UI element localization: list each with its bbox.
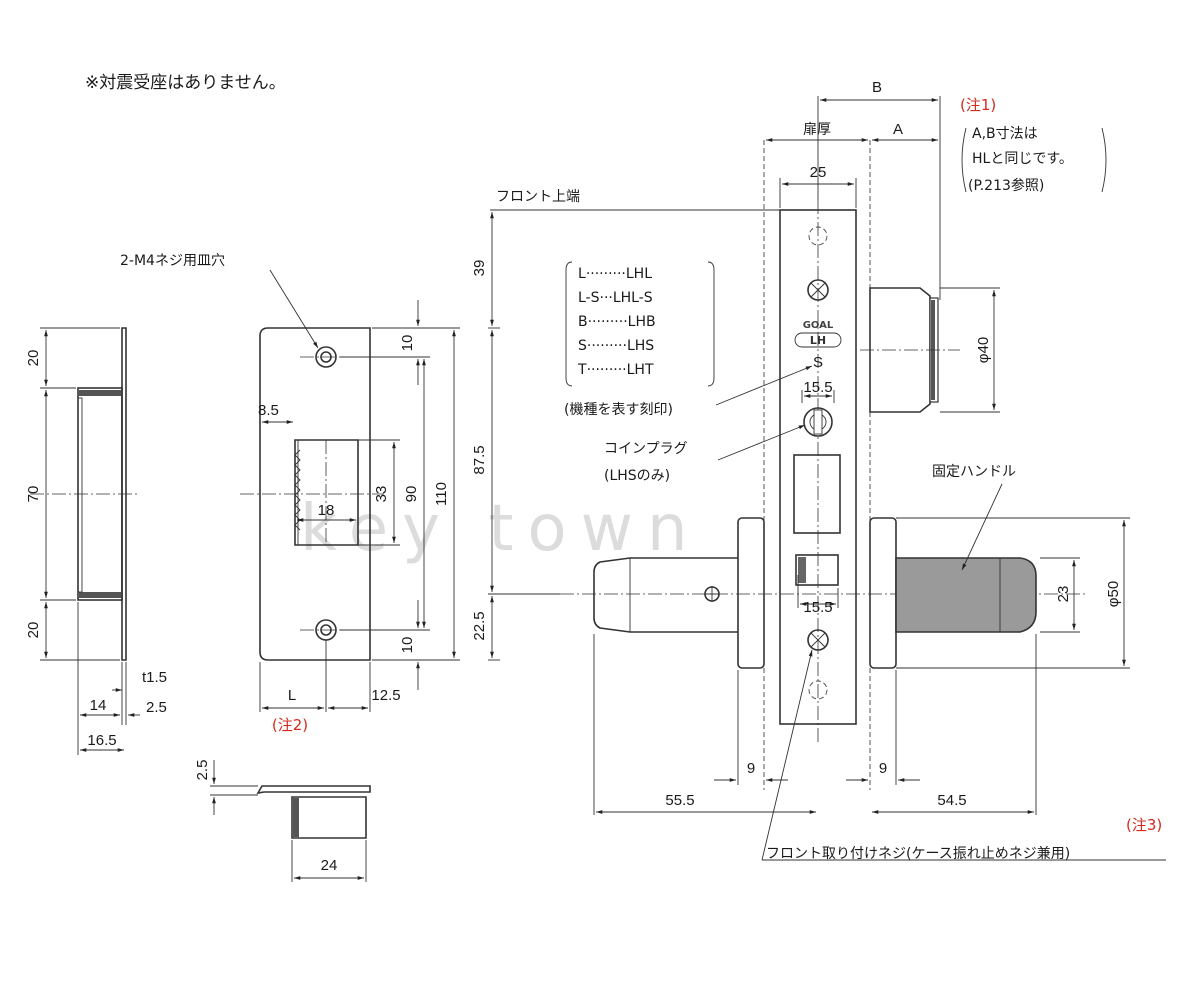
label-screw-hole: 2-M4ネジ用皿穴 xyxy=(120,253,225,269)
model-list-item: L-S···LHL-S xyxy=(578,290,653,306)
dim-strike-mid: 70 xyxy=(25,486,42,503)
dim-t: t1.5 xyxy=(142,669,167,686)
model-mark-letter: S xyxy=(813,354,823,371)
dim-phi50: φ50 xyxy=(1105,581,1122,607)
label-coin-plug-note: (LHSのみ) xyxy=(604,468,670,484)
note1-line2: HLと同じです。 xyxy=(972,151,1073,167)
model-list-item: L·········LHL xyxy=(578,266,652,282)
strike-plate-front-view: 8.5 18 33 10 10 90 110 L 12.5 (注2) 2-M4ネ xyxy=(120,253,460,734)
note1-title: (注1) xyxy=(960,96,996,114)
dim-A: A xyxy=(893,121,903,138)
model-list-item: S·········LHS xyxy=(578,338,654,354)
brand-code: LH xyxy=(810,334,826,347)
dim-14: 14 xyxy=(90,697,107,714)
brand-mark: GOAL xyxy=(803,320,834,331)
note3: (注3) xyxy=(1126,816,1162,834)
dim-54-5: 54.5 xyxy=(937,792,966,809)
label-model-mark: (機種を表す刻印) xyxy=(564,402,673,418)
dim-bottom-t: 2.5 xyxy=(194,760,211,781)
dim-33: 33 xyxy=(373,486,390,503)
dim-55-5: 55.5 xyxy=(665,792,694,809)
dim-plate-top: 10 xyxy=(399,335,416,352)
dim-87-5: 87.5 xyxy=(471,445,488,474)
note1-line3: (P.213参照) xyxy=(968,177,1044,194)
model-list-item: B·········LHB xyxy=(578,314,656,330)
dim-22-5: 22.5 xyxy=(471,611,488,640)
dim-L: L xyxy=(288,687,296,704)
dim-39: 39 xyxy=(471,260,488,277)
note1-line1: A,B寸法は xyxy=(972,126,1038,142)
lock-assembly-view: GOAL LH S 15.5 15.5 φ40 xyxy=(471,79,1166,862)
label-fixed-handle: 固定ハンドル xyxy=(932,464,1016,480)
dim-16-5: 16.5 xyxy=(87,732,116,749)
dim-9-right: 9 xyxy=(879,760,887,777)
model-list-item: T·········LHT xyxy=(577,362,654,378)
label-coin-plug: コインプラグ xyxy=(604,441,688,457)
strike-box-side-view: 20 70 20 t1.5 14 2.5 16.5 xyxy=(25,327,167,755)
dim-bottom-w: 24 xyxy=(321,857,338,874)
dim-strike-top: 20 xyxy=(25,350,42,367)
dim-plate-bottom: 10 xyxy=(399,637,416,654)
dim-strike-bottom: 20 xyxy=(25,622,42,639)
label-front-screw: フロント取り付けネジ(ケース振れ止めネジ兼用) xyxy=(766,846,1070,862)
dim-2-5: 2.5 xyxy=(146,699,167,716)
dim-15-5-top: 15.5 xyxy=(803,379,832,396)
dim-18: 18 xyxy=(318,502,335,519)
note2: (注2) xyxy=(272,716,308,734)
dim-B: B xyxy=(872,79,882,96)
dim-9-left: 9 xyxy=(747,760,755,777)
label-door-thickness: 扉厚 xyxy=(803,122,831,138)
dim-12-5: 12.5 xyxy=(371,687,400,704)
dim-23: 23 xyxy=(1055,586,1072,603)
dim-15-5-bottom: 15.5 xyxy=(803,599,832,616)
model-list: L·········LHL L-S···LHL-S B·········LHB … xyxy=(577,266,656,378)
watermark: key town xyxy=(300,492,702,566)
dim-110: 110 xyxy=(433,482,450,506)
header-note: ※対震受座はありません。 xyxy=(85,73,286,93)
dim-8-5: 8.5 xyxy=(258,402,279,419)
strike-bottom-view: 2.5 24 xyxy=(194,760,371,882)
dim-phi40: φ40 xyxy=(975,337,992,363)
dim-90: 90 xyxy=(403,486,420,503)
label-front-top: フロント上端 xyxy=(496,189,580,205)
